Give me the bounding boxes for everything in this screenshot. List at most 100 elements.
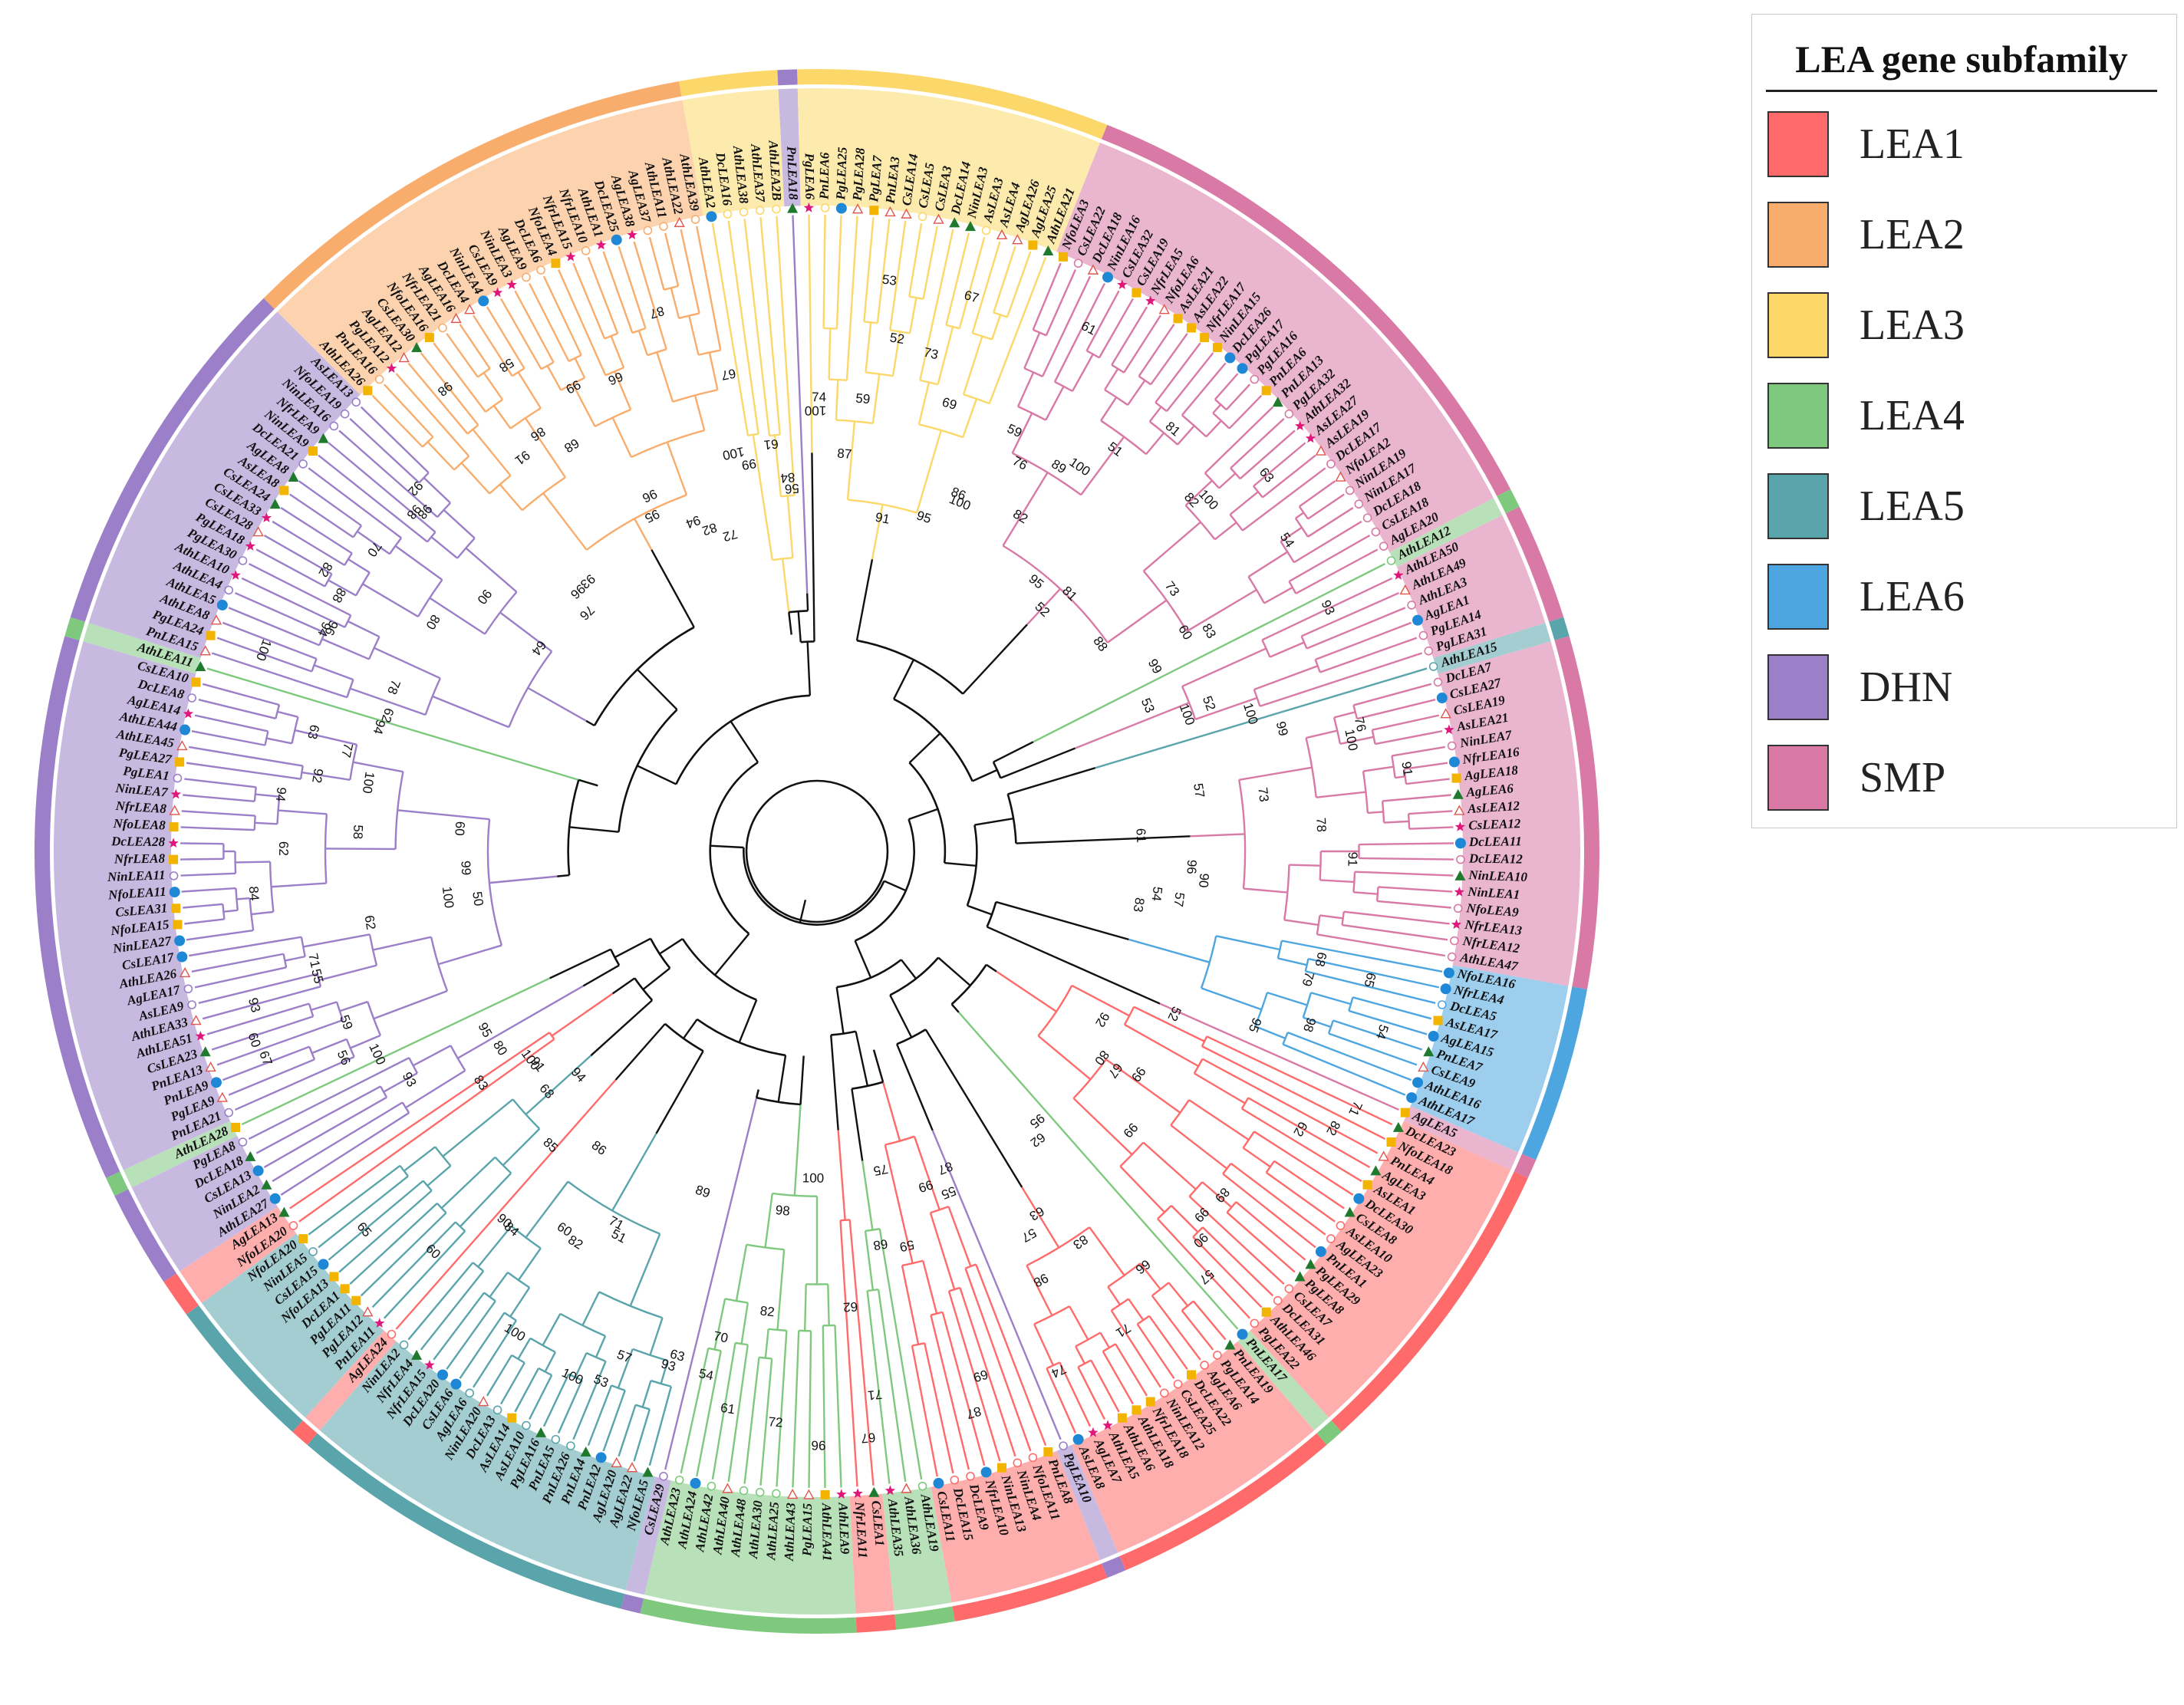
bootstrap-value: 63 <box>668 1347 686 1364</box>
branch-arc <box>1033 1305 1070 1325</box>
leaf-branch <box>557 1380 583 1434</box>
leaf-markers <box>168 202 1466 1499</box>
branch-arc <box>631 429 705 459</box>
leaf-marker-star <box>1145 295 1156 306</box>
leaf-marker-triangle-open <box>1158 304 1170 314</box>
leaf-branch <box>1090 1359 1120 1413</box>
internal-branch <box>656 351 674 403</box>
bootstrap-value: 82 <box>700 520 719 538</box>
legend-item-lea6: LEA6 <box>1767 564 2159 630</box>
leaf-branch <box>180 872 236 877</box>
leaf-marker-circle-open <box>1354 499 1364 509</box>
bootstrap-value: 99 <box>917 1177 935 1196</box>
backbone-branch <box>642 967 671 991</box>
leaf-branch <box>1150 333 1188 386</box>
leaf-branch <box>383 383 434 438</box>
bootstrap-value: 84 <box>780 470 796 485</box>
bootstrap-value: 94 <box>684 512 702 531</box>
leaf-marker-triangle-open <box>1315 445 1327 456</box>
internal-branch <box>713 1298 726 1350</box>
internal-branch <box>492 405 512 430</box>
root-circle <box>745 779 889 923</box>
backbone-branch <box>851 1088 864 1161</box>
branch-arc <box>672 389 718 403</box>
leaf-branch <box>618 245 647 329</box>
leaf-label: PgLEA6 <box>802 152 818 199</box>
branch-arc <box>1362 771 1369 813</box>
leaf-marker-triangle-green <box>1294 1271 1306 1282</box>
internal-branch <box>1072 1098 1133 1156</box>
leaf-branch <box>1392 746 1445 757</box>
leaf-branch <box>1247 1097 1371 1169</box>
legend-label: DHN <box>1860 663 1953 711</box>
branch-arc <box>595 408 631 428</box>
leaf-marker-triangle-open <box>803 1489 815 1499</box>
leaf-marker-square-yellow <box>1261 386 1271 396</box>
leaf-branch <box>776 1330 788 1487</box>
internal-branch <box>271 882 327 888</box>
bootstrap-value: 57 <box>615 1347 634 1365</box>
backbone-branch <box>557 874 570 877</box>
bootstrap-value: 99 <box>1273 720 1291 738</box>
bootstrap-value: 72 <box>768 1414 783 1430</box>
legend-swatch <box>1767 473 1829 539</box>
internal-branch <box>1016 371 1035 407</box>
leaf-marker-circle-open <box>1159 1388 1169 1398</box>
internal-branch <box>437 944 502 966</box>
ring-segment-lea5 <box>1549 617 1570 640</box>
leaf-marker-star <box>168 838 179 848</box>
internal-branch <box>527 686 587 722</box>
leaf-marker-circle-open <box>674 1475 684 1485</box>
branch-arc <box>548 1032 555 1040</box>
leaf-marker-circle-blue <box>933 1477 944 1489</box>
leaf-marker-circle-open <box>1407 601 1416 610</box>
leaf-marker-circle-open <box>1362 513 1372 523</box>
backbone-arc <box>908 762 947 864</box>
leaf-marker-circle-blue <box>1072 1433 1084 1445</box>
internal-branch <box>1263 586 1293 604</box>
internal-branch <box>1148 406 1162 423</box>
leaf-branch <box>420 1270 485 1351</box>
leaf-branch <box>318 1175 409 1249</box>
branch-arc <box>1242 1131 1255 1149</box>
label-wedge-lea6 <box>1410 965 1569 1153</box>
leaf-label: NfrLEA8 <box>114 851 166 867</box>
bootstrap-value: 74 <box>812 390 826 404</box>
leaf-branch <box>889 220 907 331</box>
leaf-marker-circle-open <box>917 1481 927 1491</box>
backbone-arc <box>986 901 997 927</box>
internal-branch <box>394 545 443 581</box>
bootstrap-value: 95 <box>915 508 934 526</box>
branch-arc <box>865 371 894 377</box>
label-wedge-lea4 <box>1237 1330 1329 1430</box>
internal-branch <box>509 1287 531 1318</box>
label-wedge-dhn <box>53 641 230 1170</box>
leaf-branch <box>1299 480 1336 508</box>
leaf-branch <box>1206 1035 1393 1126</box>
internal-branch <box>1145 432 1165 455</box>
leaf-marker-circle-open <box>917 212 927 222</box>
leaf-marker-square-yellow <box>1145 1397 1155 1407</box>
leaf-branch <box>1261 577 1393 641</box>
branch-arc <box>311 658 318 672</box>
ring-segment-smp <box>1554 636 1599 989</box>
leaf-branch <box>1111 306 1148 366</box>
leaf-marker-circle-open <box>1456 854 1465 864</box>
branch-arc <box>276 796 281 825</box>
leaf-branch <box>234 1055 355 1111</box>
label-wedge-lea4 <box>1389 498 1503 568</box>
leaf-branch <box>1301 591 1400 637</box>
internal-branch <box>637 330 649 356</box>
leaf-marker-triangle-open <box>884 206 896 217</box>
legend-swatch <box>1767 564 1829 630</box>
bootstrap-value: 66 <box>606 369 625 388</box>
branch-arc <box>355 571 371 597</box>
leaf-marker-triangle-open <box>1012 234 1023 245</box>
internal-branch <box>442 1098 514 1157</box>
bootstrap-value: 63 <box>1027 1203 1047 1223</box>
leaf-marker-circle-blue <box>252 1165 264 1177</box>
ring-segment-smp <box>1505 506 1564 622</box>
leaf-branch <box>602 251 634 334</box>
leaf-marker-circle-blue <box>269 1193 281 1204</box>
leaf-branch <box>183 794 255 803</box>
